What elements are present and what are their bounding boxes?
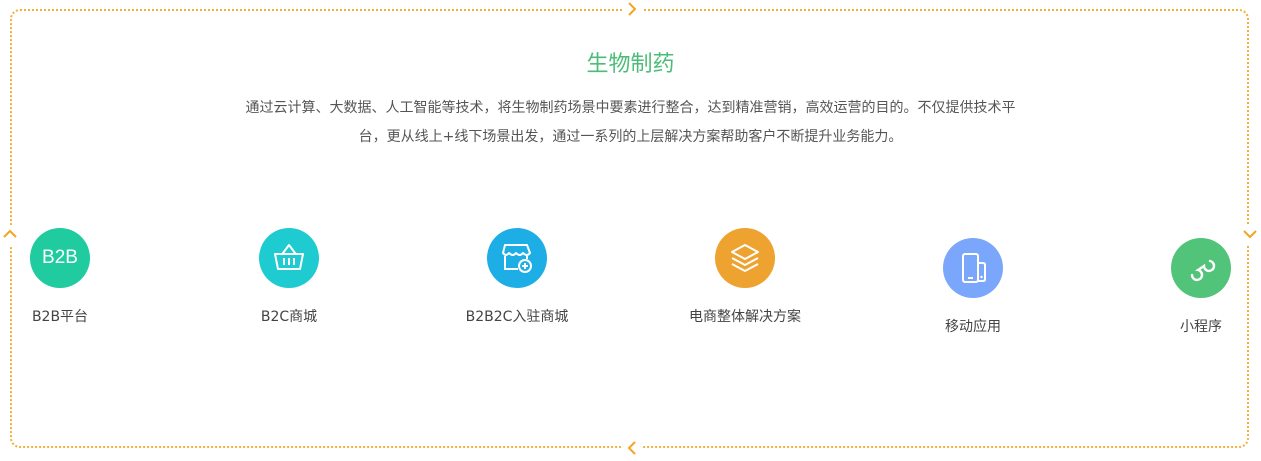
mini-program-icon bbox=[1171, 238, 1231, 298]
store-add-icon bbox=[487, 228, 547, 288]
feature-b2b2c-store[interactable]: B2B2C入驻商城 bbox=[447, 228, 587, 326]
section-description: 通过云计算、大数据、人工智能等技术，将生物制药场景中要素进行整合，达到精准营销，… bbox=[215, 94, 1046, 152]
b2b-icon-text: B2B bbox=[42, 247, 78, 268]
feature-b2b-platform[interactable]: B2B B2B平台 bbox=[10, 228, 110, 326]
feature-label: B2B2C入驻商城 bbox=[465, 309, 569, 325]
feature-b2c-mall[interactable]: B2C商城 bbox=[229, 228, 349, 326]
chevron-up-icon[interactable] bbox=[3, 225, 17, 245]
chevron-down-icon[interactable] bbox=[1243, 225, 1257, 245]
feature-label: B2B平台 bbox=[31, 309, 89, 325]
layers-icon bbox=[715, 228, 775, 288]
feature-label: 小程序 bbox=[1180, 319, 1222, 335]
b2b-text-icon: B2B bbox=[30, 228, 90, 288]
feature-label: B2C商城 bbox=[260, 309, 318, 325]
description-line-1: 通过云计算、大数据、人工智能等技术，将生物制药场景中要素进行整合，达到精准营销，… bbox=[245, 100, 1016, 116]
feature-label: 移动应用 bbox=[945, 319, 1001, 335]
mobile-devices-icon bbox=[943, 238, 1003, 298]
section-title: 生物制药 bbox=[586, 52, 675, 77]
feature-label: 电商整体解决方案 bbox=[689, 309, 801, 325]
chevron-right-icon[interactable] bbox=[622, 2, 642, 19]
description-line-2: 台，更从线上+线下场景出发，通过一系列的上层解决方案帮助客户不断提升业务能力。 bbox=[358, 129, 903, 145]
basket-icon bbox=[259, 228, 319, 288]
feature-ecommerce-solution[interactable]: 电商整体解决方案 bbox=[675, 228, 815, 326]
feature-mobile-app[interactable]: 移动应用 bbox=[923, 238, 1023, 336]
chevron-left-icon[interactable] bbox=[622, 441, 642, 458]
feature-mini-program[interactable]: 小程序 bbox=[1151, 238, 1251, 336]
